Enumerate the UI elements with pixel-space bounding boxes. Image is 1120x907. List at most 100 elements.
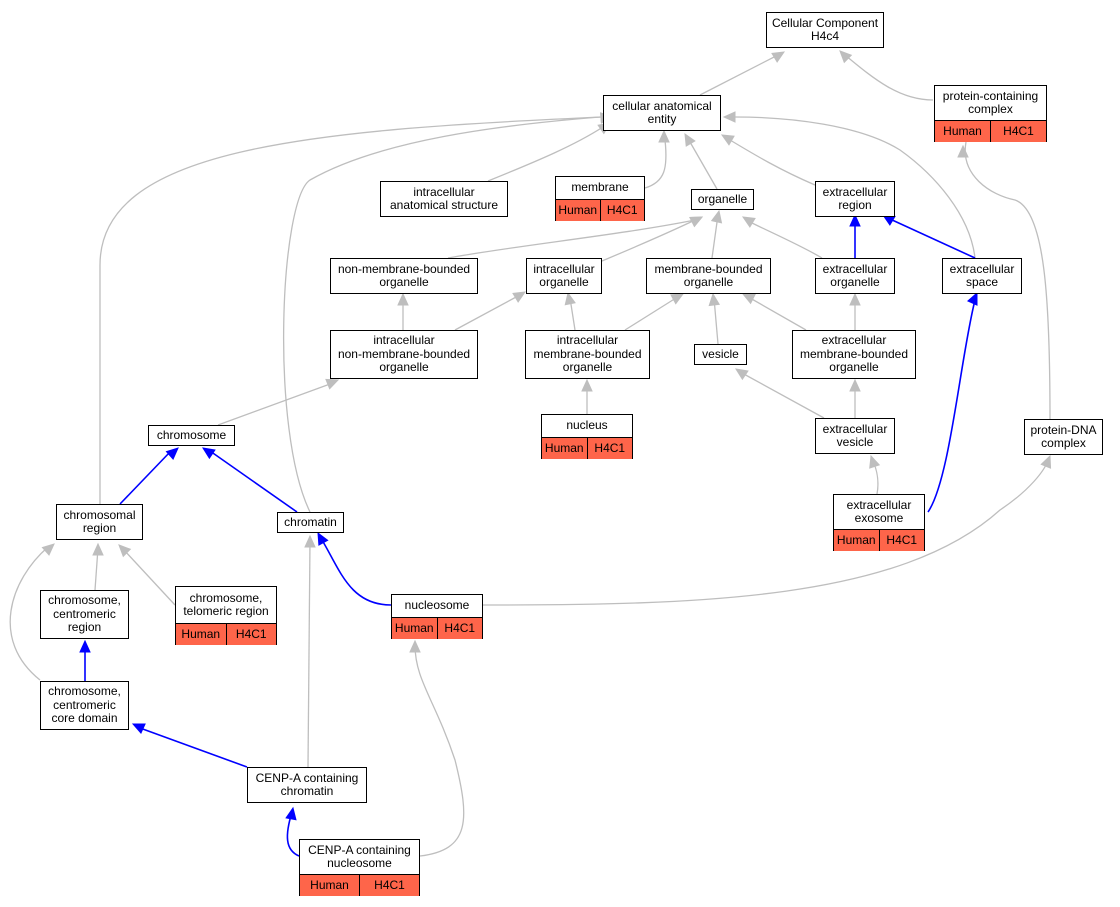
node-chromosome[interactable]: chromosome	[148, 425, 235, 446]
is-a-arrowhead	[581, 378, 593, 392]
is-a-arrowhead	[118, 544, 132, 558]
node-label: membrane	[571, 180, 629, 195]
node-chromosome-centromeric-core-domain[interactable]: chromosome, centromeric core domain	[40, 681, 129, 730]
node-label: CENP-A containing nucleosome	[308, 842, 411, 870]
node-protein-dna-complex[interactable]: protein-DNA complex	[1024, 419, 1103, 455]
part-of-arrowhead	[131, 723, 146, 735]
node-intracellular-anatomical-structure[interactable]: intracellular anatomical structure	[380, 181, 508, 217]
part-of-arrowhead	[285, 806, 297, 821]
node-vesicle[interactable]: vesicle	[694, 344, 747, 365]
is-a-edge	[307, 539, 311, 768]
node-label: intracellular anatomical structure	[389, 184, 499, 212]
node-label: extracellular region	[822, 184, 888, 212]
node-label: extracellular vesicle	[822, 421, 888, 449]
node-label: intracellular organelle	[533, 261, 595, 289]
node-non-membrane-bounded-organelle[interactable]: non-membrane-bounded organelle	[330, 258, 478, 294]
node-label: protein-containing complex	[942, 88, 1039, 116]
node-label: nucleus	[566, 418, 608, 433]
node-extracellular-region[interactable]: extracellular region	[815, 181, 895, 217]
node-cellular-anatomical-entity[interactable]: cellular anatomical entity	[603, 95, 721, 131]
node-extracellular-membrane-bounded-organelle[interactable]: extracellular membrane-bounded organelle	[792, 330, 916, 379]
node-label: chromosome, centromeric region	[48, 593, 121, 635]
is-a-edge	[844, 54, 934, 101]
is-a-arrowhead	[658, 129, 670, 143]
node-label: extracellular exosome	[846, 497, 912, 525]
node-chromosomal-region[interactable]: chromosomal region	[56, 504, 143, 540]
annotation-gene: H4C1	[586, 438, 632, 459]
is-a-arrowhead	[41, 543, 55, 556]
node-label: vesicle	[702, 346, 739, 361]
part-of-arrowhead	[201, 447, 216, 460]
node-extracellular-vesicle[interactable]: extracellular vesicle	[815, 418, 895, 454]
annotation-gene: H4C1	[225, 624, 276, 645]
is-a-arrowhead	[708, 292, 721, 307]
is-a-arrowhead	[849, 378, 861, 392]
part-of-edge	[927, 299, 976, 513]
is-a-arrowhead	[325, 378, 340, 390]
node-intracellular-non-membrane-bounded-organelle[interactable]: intracellular non-membrane-bounded organ…	[330, 330, 478, 379]
node-intracellular-organelle[interactable]: intracellular organelle	[526, 258, 602, 294]
node-cenp-a-containing-chromatin[interactable]: CENP-A containing chromatin	[247, 767, 367, 803]
is-a-arrowhead	[684, 132, 696, 147]
annotation-species: Human	[176, 624, 226, 645]
node-extracellular-space[interactable]: extracellular space	[942, 258, 1022, 294]
part-of-edge	[119, 451, 171, 505]
node-membrane-bounded-organelle[interactable]: membrane-bounded organelle	[646, 258, 771, 294]
is-a-edge	[282, 116, 601, 513]
is-a-arrowhead	[734, 368, 749, 381]
part-of-edge	[321, 539, 392, 606]
is-a-arrowhead	[689, 216, 704, 228]
is-a-edge	[964, 141, 1051, 420]
node-intracellular-membrane-bounded-organelle[interactable]: intracellular membrane-bounded organelle	[525, 330, 650, 379]
is-a-edge	[123, 549, 176, 606]
is-a-edge	[447, 219, 696, 259]
is-a-arrowhead	[771, 51, 786, 63]
is-a-arrowhead	[564, 291, 576, 306]
annotation-species: Human	[392, 618, 437, 639]
is-a-arrowhead	[839, 50, 853, 64]
node-cellular-component-root[interactable]: Cellular Component H4c4	[766, 12, 884, 48]
annotation-species: Human	[556, 200, 600, 221]
node-organelle[interactable]: organelle	[691, 189, 754, 210]
is-a-arrowhead	[304, 534, 316, 548]
part-of-arrowhead	[849, 213, 861, 227]
is-a-edge	[217, 383, 331, 426]
is-a-arrowhead	[849, 292, 861, 306]
is-a-edge	[601, 219, 696, 262]
node-label: nucleosome	[404, 598, 470, 613]
is-a-edge	[9, 546, 49, 681]
is-a-arrowhead	[710, 209, 723, 224]
annotation-species: Human	[935, 121, 990, 142]
is-a-arrowhead	[720, 134, 735, 146]
is-a-arrowhead	[869, 454, 881, 469]
annotation-species: Human	[834, 530, 879, 551]
node-label: extracellular membrane-bounded organelle	[799, 333, 909, 375]
node-label: chromosome, telomeric region	[183, 590, 269, 618]
is-a-edge	[414, 644, 465, 857]
is-a-edge	[741, 372, 825, 419]
node-label: membrane-bounded organelle	[654, 261, 763, 289]
annotation-gene: H4C1	[436, 618, 482, 639]
is-a-arrowhead	[957, 144, 969, 158]
node-label: extracellular organelle	[822, 261, 888, 289]
node-chromatin[interactable]: chromatin	[277, 512, 344, 533]
is-a-arrowhead	[741, 216, 756, 228]
is-a-edge	[99, 116, 604, 504]
node-chromosome-centromeric-region[interactable]: chromosome, centromeric region	[40, 590, 129, 639]
node-extracellular-organelle[interactable]: extracellular organelle	[815, 258, 895, 294]
is-a-edge	[482, 459, 1049, 606]
